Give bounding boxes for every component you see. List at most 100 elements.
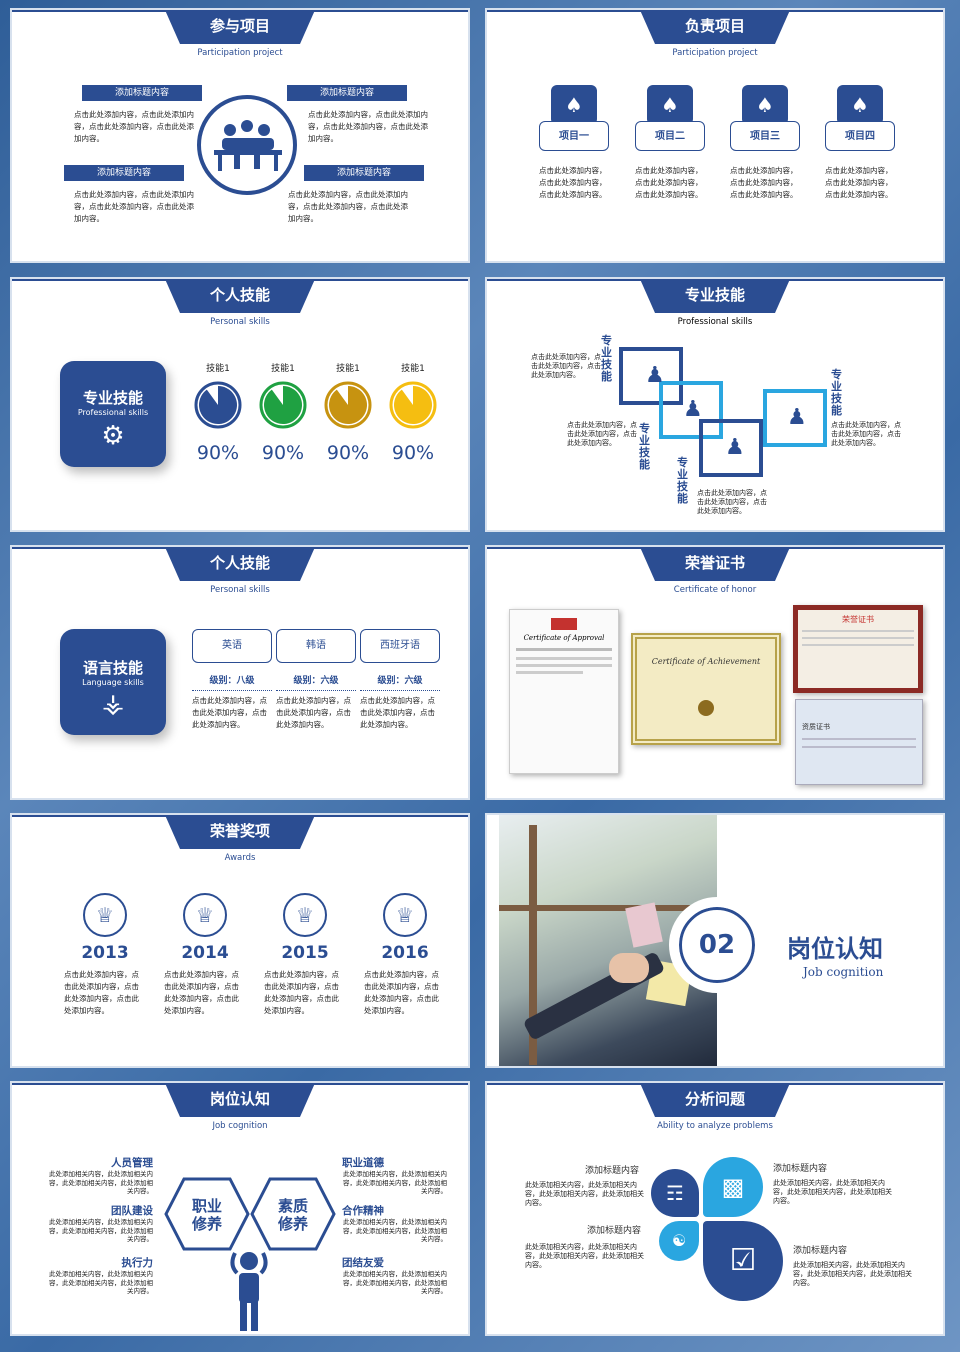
body-text: 点击此处添加内容，点击此处添加内容，点击此处添加内容，点击此处添加内容。	[164, 970, 239, 1015]
text-line	[516, 664, 612, 667]
slide-language-skills[interactable]: 个人技能 Personal skills 语言技能 Language skill…	[10, 545, 470, 800]
skill-name: 技能1	[271, 364, 295, 374]
top-line-right	[783, 10, 943, 12]
skill-pie-fill	[393, 386, 432, 424]
hand-shape	[609, 953, 649, 983]
quality-title: 团结友爱	[342, 1257, 384, 1269]
quality-item: 执行力 此处添加相关内容，此处添加相关内容，此处添加相关内容，此处添加相关内容。	[48, 1255, 153, 1296]
body-text: 点击此处添加内容，点击此处添加内容，点击此处添加内容。	[831, 421, 901, 447]
section-subtitle: Job cognition	[803, 965, 884, 979]
slide-job-cognition-cover[interactable]: 02 岗位认知 Job cognition	[485, 813, 945, 1068]
top-line-right	[783, 1083, 943, 1085]
person-icon: ♟	[683, 397, 703, 422]
body-text: 点击此处添加内容，点击此处添加内容，点击此处添加内容，点击此处添加内容。	[74, 190, 194, 223]
certificate-qualification: 资质证书	[795, 699, 923, 785]
award-item: ♕ 2015 点击此处添加内容，点击此处添加内容，点击此处添加内容，点击此处添加…	[264, 893, 346, 1017]
language-item: 西班牙语 级别：六级 点击此处添加内容，点击此处添加内容，点击此处添加内容。	[360, 629, 440, 731]
body-text: 此处添加相关内容，此处添加相关内容，此处添加相关内容，此处添加相关内容。	[343, 1218, 447, 1243]
language-level: 级别：六级	[276, 673, 356, 691]
slide-title: 个人技能	[165, 547, 315, 581]
slide-professional-skills[interactable]: 专业技能 Professional skills ♟ ♟ ♟ ♟ 专业技能 专业…	[485, 277, 945, 532]
body-text: 此处添加相关内容，此处添加相关内容，此处添加相关内容，此处添加相关内容。	[49, 1218, 153, 1243]
body-text: 此处添加相关内容，此处添加相关内容，此处添加相关内容，此处添加相关内容。	[525, 1243, 644, 1269]
slide-personal-skills[interactable]: 个人技能 Personal skills 专业技能 Professional s…	[10, 277, 470, 532]
skill-meter: 技能1 90%	[257, 361, 309, 464]
skill-box	[619, 347, 683, 405]
section-number: 02	[673, 901, 761, 989]
quality-title: 团队建设	[111, 1205, 153, 1217]
skill-percent: 90%	[261, 442, 305, 464]
petal-bottom-left: ☯	[659, 1221, 699, 1261]
project-item[interactable]: ♠ 项目四	[825, 85, 895, 157]
slide-job-cognition[interactable]: 岗位认知 Job cognition 职业修养 素质修养 人员管理 此处添加相关…	[10, 1081, 470, 1336]
award-year: 2014	[181, 943, 229, 963]
slide-responsible-project[interactable]: 负责项目 Participation project ♠ 项目一 ♠ 项目二 ♠…	[485, 8, 945, 263]
slide-participation-project[interactable]: 参与项目 Participation project 添加标题内容 添加标题内容…	[10, 8, 470, 263]
quality-item: 团队建设 此处添加相关内容，此处添加相关内容，此处添加相关内容，此处添加相关内容…	[48, 1203, 153, 1244]
text-line	[802, 746, 916, 748]
body-text: 点击此处添加内容，点击此处添加内容，点击此处添加内容。	[276, 696, 351, 729]
award-year: 2013	[81, 943, 129, 963]
language-level: 级别：八级	[192, 673, 272, 691]
language-name: 韩语	[276, 629, 356, 663]
top-line-left	[12, 1083, 172, 1085]
slide-certificates[interactable]: 荣誉证书 Certificate of honor Certificate of…	[485, 545, 945, 800]
title-label: 添加标题内容	[82, 85, 202, 101]
person-icon: ♟	[725, 435, 745, 460]
project-item[interactable]: ♠ 项目一	[539, 85, 609, 157]
top-line-right	[308, 1083, 468, 1085]
slide-title: 岗位认知	[165, 1083, 315, 1117]
slide-subtitle: Awards	[224, 853, 256, 863]
project-item[interactable]: ♠ 项目三	[730, 85, 800, 157]
body-text: 点击此处添加内容，点击此处添加内容，点击此处添加内容，点击此处添加内容。	[308, 110, 428, 143]
skill-pie	[389, 381, 437, 429]
body-text: 点击此处添加内容，点击此处添加内容，点击此处添加内容。	[825, 166, 893, 199]
petal-top-left: ☶	[651, 1169, 699, 1217]
slide-title: 个人技能	[165, 279, 315, 313]
project-label: 项目一	[539, 121, 609, 151]
card-title: 语言技能	[82, 659, 143, 677]
top-line-left	[12, 547, 172, 549]
skill-pie-fill	[198, 386, 237, 424]
slide-subtitle: Certificate of honor	[673, 585, 757, 595]
skill-box	[699, 419, 763, 477]
skill-tag: 专业技能	[677, 456, 688, 505]
meeting-circle-icon	[197, 95, 297, 195]
quality-item: 职业道德 此处添加相关内容，此处添加相关内容，此处添加相关内容，此处添加相关内容…	[342, 1155, 447, 1196]
trophy-icon: ♕	[383, 893, 427, 937]
slide-title: 分析问题	[640, 1083, 790, 1117]
certificate-honor: 荣誉证书	[793, 605, 923, 693]
title-label: 添加标题内容	[793, 1246, 848, 1256]
slide-title: 负责项目	[640, 10, 790, 44]
skill-name: 技能1	[401, 364, 425, 374]
award-item: ♕ 2013 点击此处添加内容，点击此处添加内容，点击此处添加内容，点击此处添加…	[64, 893, 146, 1017]
body-text: 点击此处添加内容，点击此处添加内容，点击此处添加内容，点击此处添加内容。	[288, 190, 408, 223]
title-label: 添加标题内容	[304, 165, 424, 181]
language-item: 韩语 级别：六级 点击此处添加内容，点击此处添加内容，点击此处添加内容。	[276, 629, 356, 731]
skill-percent: 90%	[196, 442, 240, 464]
slide-analyze-problems[interactable]: 分析问题 Ability to analyze problems ☶ ▩ ☯ ☑…	[485, 1081, 945, 1336]
project-item[interactable]: ♠ 项目二	[635, 85, 705, 157]
project-label: 项目二	[635, 121, 705, 151]
team-icon: ♠	[742, 85, 788, 125]
award-year: 2016	[381, 943, 429, 963]
slide-subtitle: Professional skills	[677, 317, 753, 327]
body-text: 点击此处添加内容，点击此处添加内容，点击此处添加内容。	[539, 166, 607, 199]
title-label: 添加标题内容	[587, 1226, 642, 1236]
skill-tag: 专业技能	[639, 422, 650, 471]
text-line	[802, 630, 914, 632]
project-label: 项目三	[730, 121, 800, 151]
quality-title: 职业道德	[342, 1157, 384, 1169]
slide-awards[interactable]: 荣誉奖项 Awards ♕ 2013 点击此处添加内容，点击此处添加内容，点击此…	[10, 813, 470, 1068]
text-line	[516, 648, 612, 651]
skill-box	[763, 389, 827, 447]
title-label: 添加标题内容	[64, 165, 184, 181]
award-year: 2015	[281, 943, 329, 963]
top-line-right	[308, 547, 468, 549]
language-level: 级别：六级	[360, 673, 440, 691]
certificate-heading: Certificate of Approval	[523, 634, 605, 642]
body-text: 点击此处添加内容，点击此处添加内容，点击此处添加内容。	[697, 489, 767, 515]
gear-icon: ⚙	[101, 421, 125, 451]
